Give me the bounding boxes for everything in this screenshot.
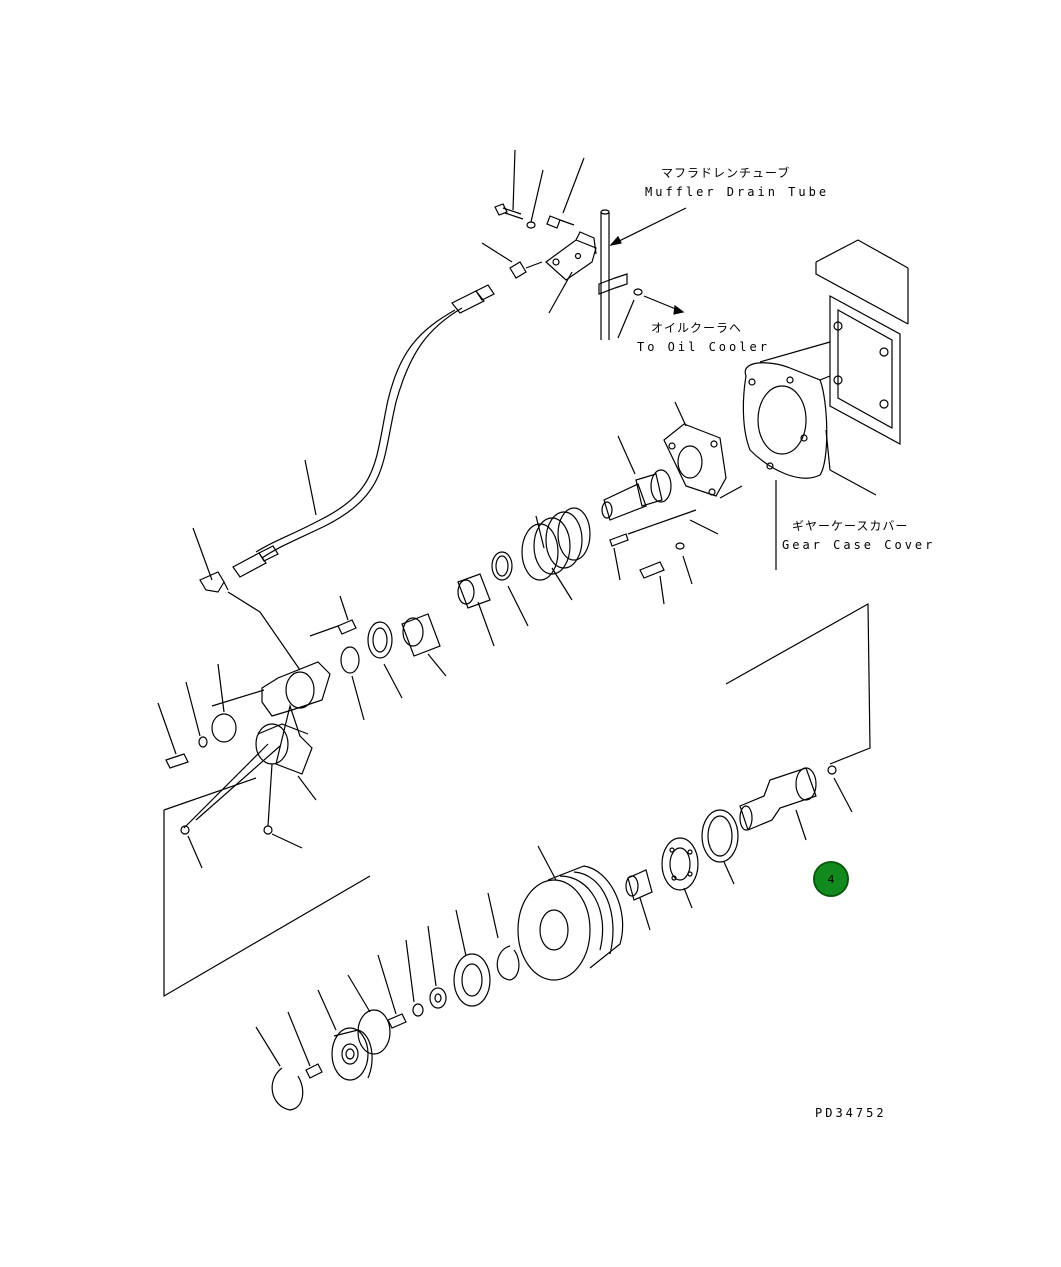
hose [233, 285, 494, 577]
bearings-bottom [626, 838, 698, 930]
to-oil-cooler-label-jp: オイルクーラへ [651, 321, 743, 335]
callout-badge[interactable]: 4 [813, 861, 849, 897]
gear-case-cover-label-jp: ギヤーケースカバー [792, 519, 909, 533]
callout-outline-left [164, 778, 370, 996]
to-oil-cooler-label-en: To Oil Cooler [637, 340, 770, 354]
callout-badge-number: 4 [827, 872, 835, 886]
bearing-flange [664, 402, 742, 498]
gear-case-cover [743, 240, 908, 570]
callout-outline-right [726, 604, 870, 812]
gear-case-cover-label-en: Gear Case Cover [782, 538, 936, 552]
lever-arm [158, 662, 330, 828]
bracket-group [482, 150, 686, 313]
elbow-fitting [193, 528, 300, 670]
spring [522, 508, 590, 600]
pulley [518, 846, 623, 980]
end-cap [256, 975, 390, 1110]
idler-shaft [702, 768, 816, 884]
muffler-drain-tube-label-jp: マフラドレンチューブ [661, 166, 791, 180]
muffler-drain-tube [599, 210, 683, 340]
bushing-row [310, 552, 528, 720]
shaft [602, 436, 718, 604]
muffler-drain-tube-label-en: Muffler Drain Tube [645, 185, 830, 199]
small-parts-chain [378, 893, 519, 1028]
drawing-number: PD34752 [815, 1106, 887, 1120]
